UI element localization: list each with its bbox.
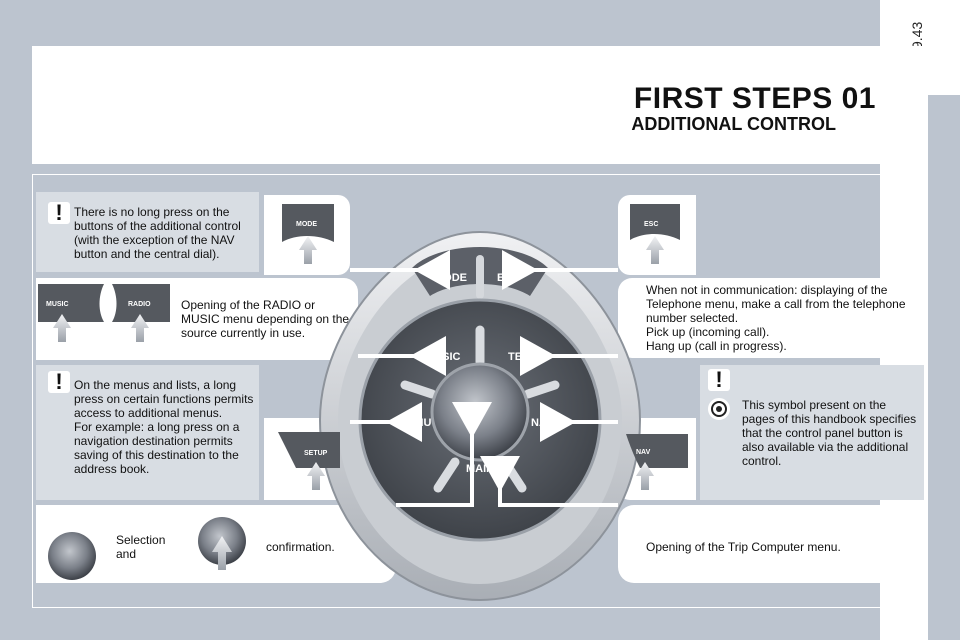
- warning-icon: !: [708, 369, 730, 391]
- note-box-long-press: ! On the menus and lists, a long press o…: [36, 365, 259, 500]
- main-panel: [32, 174, 928, 608]
- note-selection: Selection and: [116, 533, 166, 561]
- note-tel: When not in communication: displaying of…: [646, 283, 906, 353]
- warning-icon: !: [48, 371, 70, 393]
- radio-music-panel: Opening of the RADIO or MUSIC menu depen…: [36, 278, 358, 360]
- control-symbol-icon: [708, 398, 730, 420]
- note-trip: Opening of the Trip Computer menu.: [646, 540, 841, 554]
- nav-button-panel: [618, 418, 696, 500]
- note-no-long-press: There is no long press on the buttons of…: [74, 205, 241, 261]
- trip-panel: Opening of the Trip Computer menu.: [618, 505, 924, 583]
- note-box-no-long-press: ! There is no long press on the buttons …: [36, 192, 259, 272]
- setup-button-panel: [264, 418, 350, 500]
- page-subtitle: ADDITIONAL CONTROL: [631, 114, 836, 134]
- esc-button-panel: [618, 195, 696, 275]
- selection-panel: Selection and confirmation.: [36, 505, 396, 583]
- header-panel: FIRST STEPS 01 ADDITIONAL CONTROL: [32, 46, 928, 164]
- mode-button-panel: [264, 195, 350, 275]
- note-confirmation: confirmation.: [266, 540, 335, 554]
- note-radio-music: Opening of the RADIO or MUSIC menu depen…: [181, 298, 350, 340]
- note-long-press: On the menus and lists, a long press on …: [74, 378, 254, 476]
- note-symbol: This symbol present on the pages of this…: [742, 398, 917, 468]
- tel-panel: When not in communication: displaying of…: [618, 278, 924, 358]
- note-box-symbol: ! This symbol present on the pages of th…: [700, 365, 924, 500]
- page-title: FIRST STEPS 01: [633, 82, 876, 115]
- warning-icon: !: [48, 202, 70, 224]
